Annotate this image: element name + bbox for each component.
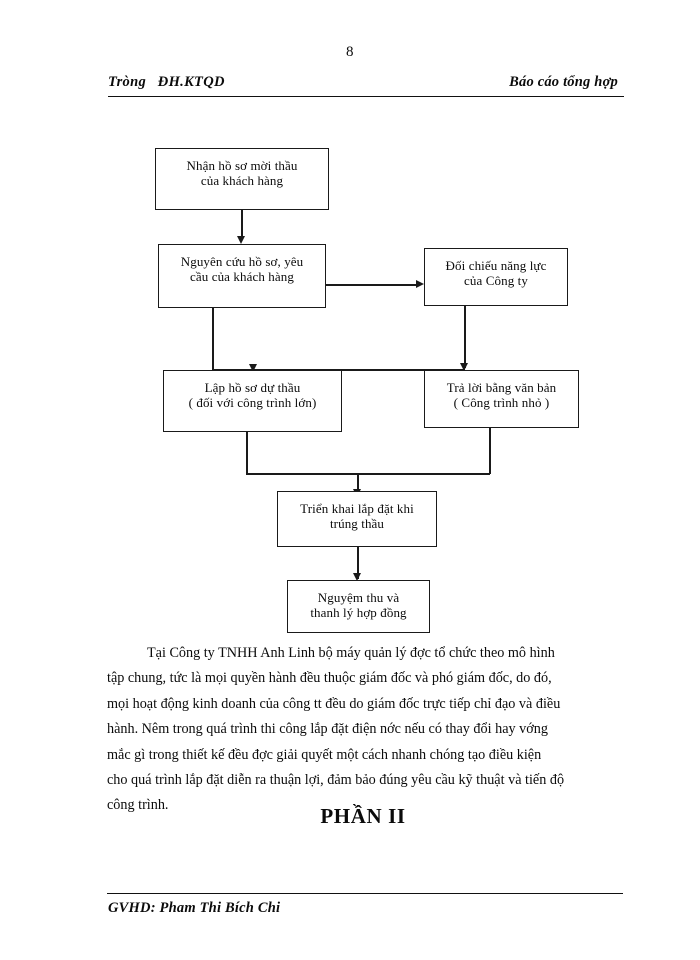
body-line-1: Tại Công ty TNHH Anh Linh bộ máy quản lý… [107, 641, 617, 666]
flow-node-compare-capacity: Đối chiếu năng lực của Công ty [424, 248, 568, 306]
flow-node-prepare-bid-file: Lập hồ sơ dự thầu ( đối với công trình l… [163, 370, 342, 432]
connector-n6-drop [357, 473, 359, 498]
connector-elbow-bottom [246, 473, 490, 475]
arrowhead-n1-n2 [237, 236, 245, 244]
arrowhead-n2-n3 [416, 280, 424, 288]
header-institution: Tròng ĐH.KTQD [108, 74, 225, 90]
flow-node-study-documents: Nguyên cứu hồ sơ, yêu cầu của khách hàng [158, 244, 326, 308]
part-heading: PHẦN II [320, 804, 406, 828]
connector-elbow-top [212, 369, 465, 371]
flow-node-written-reply: Trả lời bằng văn bản ( Công trình nhỏ ) [424, 370, 579, 428]
connector-n6-n7 [357, 547, 359, 579]
flow-node-receive-bid-documents: Nhận hồ sơ mời thầu của khách hàng [155, 148, 329, 210]
connector-n5-down [489, 428, 491, 474]
body-paragraph: Tại Công ty TNHH Anh Linh bộ máy quản lý… [107, 641, 617, 819]
connector-n3-n5 [464, 306, 466, 368]
page-header: Tròng ĐH.KTQD Báo cáo tổng hợp [108, 74, 624, 97]
arrowhead-n7 [353, 573, 361, 581]
body-line-3: mọi hoạt động kinh doanh của công tt đều… [107, 695, 561, 712]
connector-n2-down [212, 308, 214, 370]
arrowhead-n5 [460, 363, 468, 371]
footer-supervisor: GVHD: Pham Thi Bích Chi [108, 900, 281, 916]
connector-n4-down [246, 432, 248, 474]
connector-n2-n3 [326, 284, 416, 286]
flow-node-deploy-installation: Triển khai lắp đặt khi trúng thầu [277, 491, 437, 547]
flow-node-acceptance-liquidation: Nguyệm thu và thanh lý hợp đồng [287, 580, 430, 633]
arrowhead-n4 [249, 364, 257, 372]
body-line-5: mắc gì trong thiết kế đều đợc giải quyết… [107, 746, 542, 763]
body-line-6: cho quá trình lắp đặt diễn ra thuận lợi,… [107, 772, 565, 789]
header-report-title: Báo cáo tổng hợp [509, 74, 618, 90]
connector-n1-n2 [241, 210, 243, 239]
body-line-2: tập chung, tức là mọi quyền hành đều thu… [107, 670, 552, 687]
page-number: 8 [346, 44, 354, 60]
body-line-1-text: Tại Công ty TNHH Anh Linh bộ máy quản lý… [147, 645, 555, 661]
footer-divider [107, 893, 623, 894]
body-line-4: hành. Nêm trong quá trình thi công lắp đ… [107, 721, 548, 738]
body-line-7: công trình. [107, 797, 169, 814]
